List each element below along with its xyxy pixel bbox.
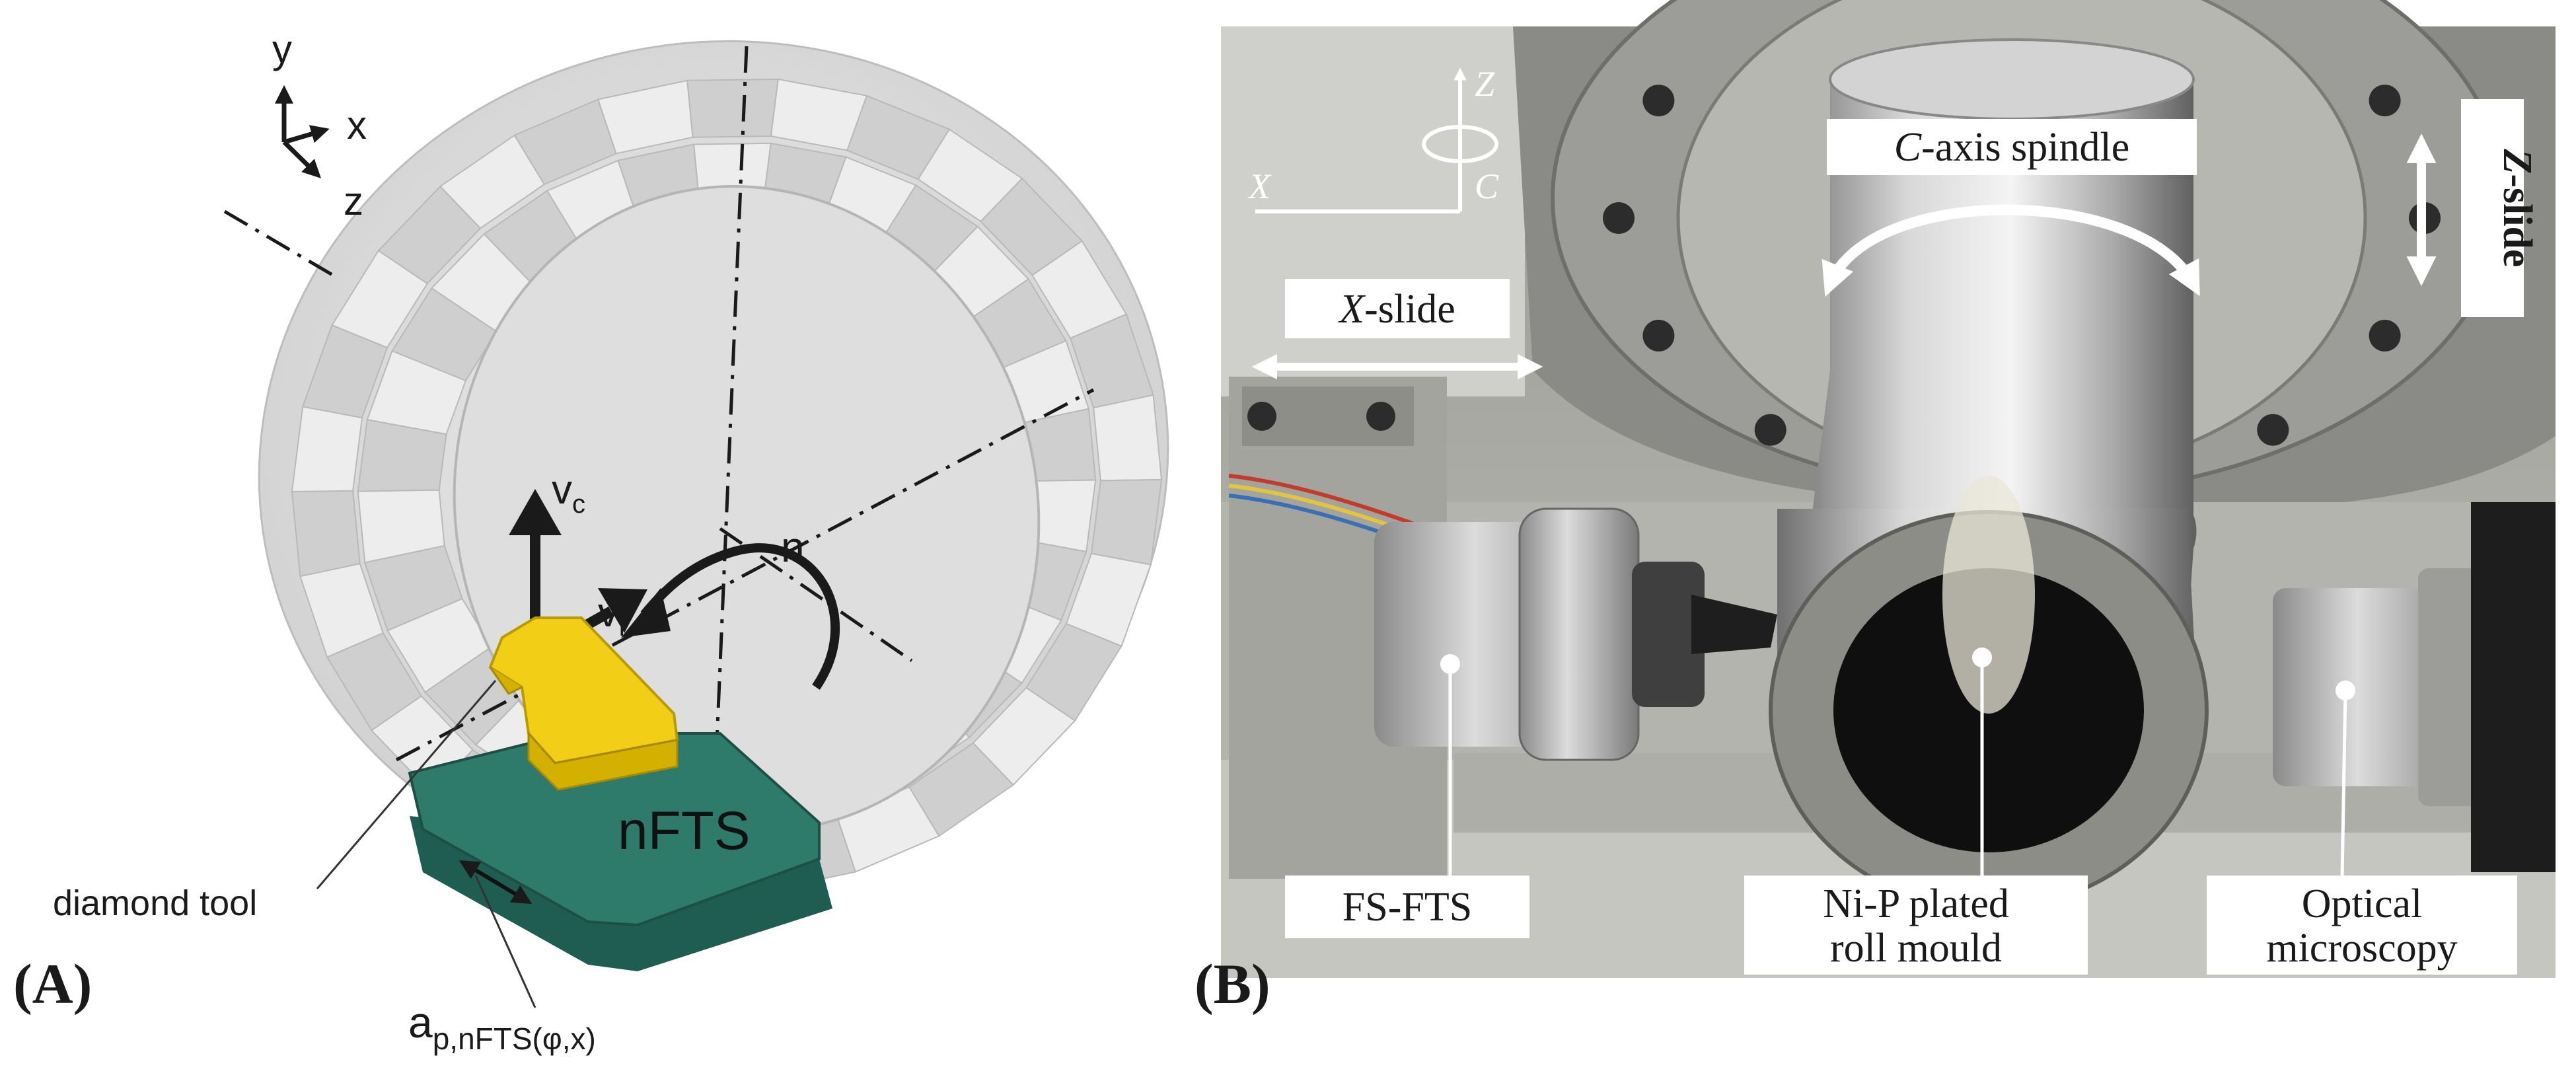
spindle-rotation-arrow xyxy=(1822,204,2200,297)
depth-leader-line xyxy=(474,875,536,1008)
actuator-motion-arrow xyxy=(459,860,533,905)
ring-tile xyxy=(1090,478,1163,566)
mould-pointer-dot xyxy=(1972,648,1992,667)
flange-bolt xyxy=(2369,319,2401,352)
coordinate-axes-a xyxy=(275,85,330,178)
tool-label: diamond tool xyxy=(53,883,257,923)
mould-label-line-1: Ni-P plated xyxy=(1823,881,2009,926)
rotation-arrow xyxy=(640,543,840,690)
flange-bolt xyxy=(2369,85,2401,117)
panel-b-label: (B) xyxy=(1195,952,1270,1016)
microscopy-label-box xyxy=(2207,875,2517,975)
axis-c-label-b: C xyxy=(1475,167,1499,206)
mould-label-line-2: roll mould xyxy=(1830,926,2002,971)
microscope-pointer-dot xyxy=(2336,681,2355,700)
z-slide-label-box xyxy=(2461,99,2524,317)
microscopy-label-line-1: Optical xyxy=(2302,881,2423,926)
rotation-arrowhead xyxy=(621,588,671,638)
ring-tile xyxy=(1093,394,1163,482)
panel-b: Z X C C-axis spindle Z-slide X-slide FS-… xyxy=(1195,0,2556,1016)
panel-a-label: (A) xyxy=(13,952,92,1016)
depth-label: ap,nFTS(φ,x) xyxy=(408,998,596,1056)
vf-label: vf xyxy=(598,590,626,642)
rotation-label: n xyxy=(781,523,805,571)
vf-arrowhead xyxy=(598,588,647,633)
ring-tile xyxy=(291,406,363,493)
flange-bolt xyxy=(2257,414,2289,446)
x-slide-label-box xyxy=(1285,279,1510,338)
axis-z-label-b: Z xyxy=(1475,64,1495,104)
fts-pointer-dot xyxy=(1440,654,1460,674)
coordinate-axes-b xyxy=(1255,67,1498,213)
microscopy-label-line-2: microscopy xyxy=(2266,926,2457,971)
actuator-label: nFTS xyxy=(618,801,750,861)
x-slide-label: X-slide xyxy=(1337,287,1455,332)
ring-tile xyxy=(1069,313,1154,409)
flange-bolt xyxy=(1603,202,1635,234)
flange-bolt xyxy=(1642,319,1675,352)
pointer-markers xyxy=(1448,657,2347,879)
mould-label-box xyxy=(1744,875,2088,975)
diamond-tool xyxy=(488,616,679,791)
tool-leader-line xyxy=(316,680,497,889)
ring-tile xyxy=(291,490,361,577)
axis-x-label-b: X xyxy=(1247,167,1272,206)
vc-label: vc xyxy=(552,467,585,519)
spindle-label-box xyxy=(1827,119,2197,175)
nfts-actuator: nFTS xyxy=(408,732,832,971)
panel-a: n vc vf nFTS diamond tool ap,nFTS(φ,x) xyxy=(13,27,1169,1056)
fts-label-box xyxy=(1285,875,1529,938)
fts-label: FS-FTS xyxy=(1343,885,1472,930)
spindle-label: C-axis spindle xyxy=(1894,125,2129,170)
flange-bolt xyxy=(1642,85,1675,117)
ring-tile xyxy=(686,78,779,138)
vc-arrowhead xyxy=(509,489,562,535)
axis-x-label: x xyxy=(347,103,367,147)
z-slide-label: Z-slide xyxy=(2495,148,2540,267)
axis-y-label: y xyxy=(272,27,292,71)
flange-bolt xyxy=(1754,414,1786,446)
axis-z-label: z xyxy=(344,179,363,223)
